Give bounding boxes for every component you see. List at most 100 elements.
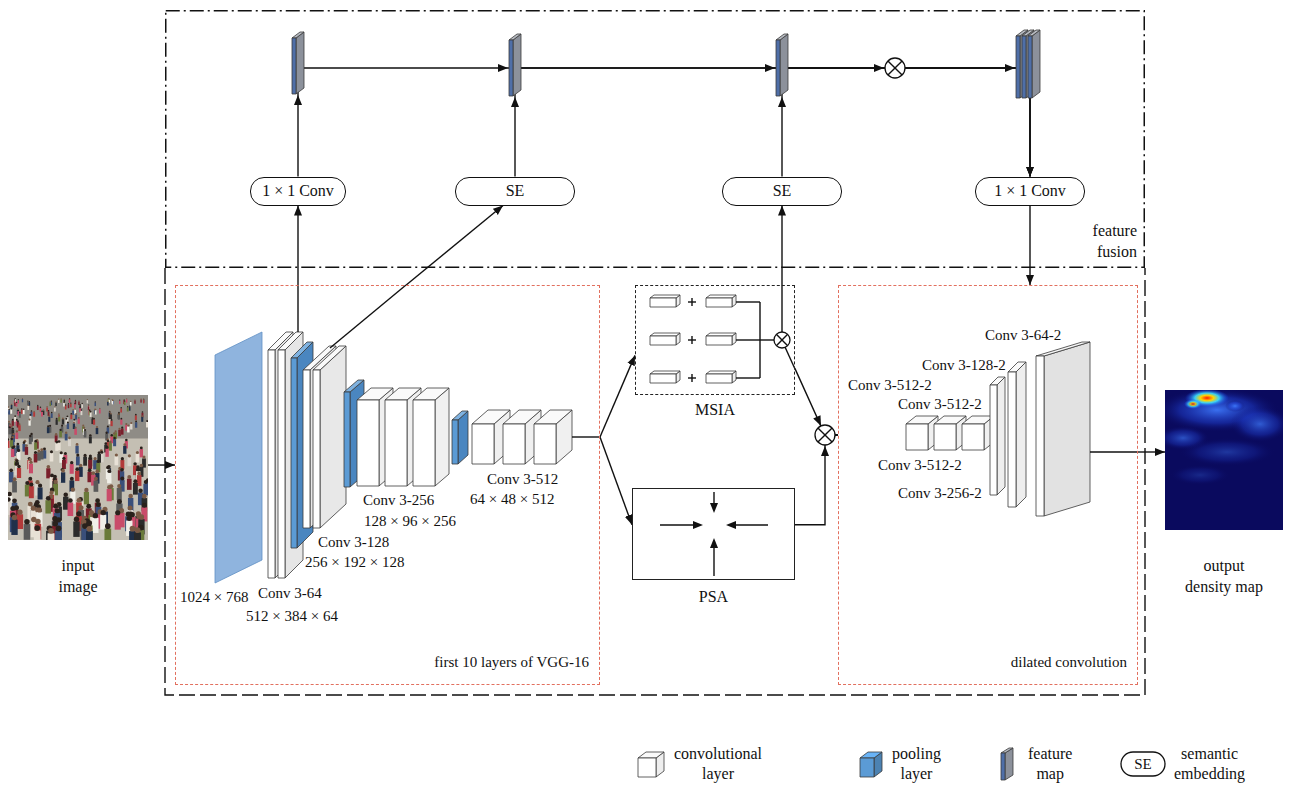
person (83, 457, 87, 466)
person (138, 489, 142, 493)
person (55, 441, 58, 444)
person (62, 419, 64, 424)
person (8, 438, 9, 441)
person (94, 480, 99, 491)
person (123, 443, 126, 446)
person (56, 418, 58, 420)
person (15, 432, 18, 439)
person (74, 410, 76, 414)
person (130, 402, 131, 406)
flow-line (1090, 451, 1138, 452)
flow-arrow (795, 435, 838, 525)
person (110, 421, 112, 426)
layer-size-label: 128 × 96 × 256 (364, 512, 456, 530)
conv-layer (906, 416, 938, 424)
node-text: SE (506, 181, 525, 202)
feature-map (296, 32, 304, 94)
person (19, 413, 21, 418)
person (105, 432, 107, 434)
person (46, 406, 47, 407)
person (107, 401, 108, 402)
density-blob (1184, 399, 1202, 409)
person (49, 425, 51, 427)
person (115, 510, 120, 515)
person (124, 400, 125, 401)
person (64, 399, 65, 400)
person (79, 404, 80, 405)
person (54, 480, 58, 484)
conv-layer (413, 400, 435, 486)
person (14, 401, 15, 402)
person (61, 425, 63, 427)
person (38, 484, 42, 488)
person (73, 421, 75, 423)
person (75, 427, 77, 429)
person (95, 409, 97, 411)
person (129, 405, 130, 406)
arrow-head (765, 64, 775, 72)
person (12, 420, 14, 425)
person (55, 401, 56, 402)
person (97, 454, 101, 463)
person (134, 532, 141, 540)
person (136, 454, 140, 463)
plus-symbol (691, 298, 692, 306)
person (124, 399, 125, 400)
person (29, 486, 34, 498)
person (89, 436, 92, 443)
input-plane (215, 332, 262, 583)
person (25, 447, 28, 455)
legend-sample (1001, 753, 1005, 780)
person (69, 400, 70, 403)
person (43, 448, 46, 451)
person (95, 401, 96, 402)
person (67, 421, 69, 423)
person (50, 453, 54, 462)
density-map: output density map (1165, 390, 1283, 530)
person (45, 500, 51, 513)
person (96, 428, 99, 434)
person (96, 463, 100, 473)
person (54, 407, 56, 411)
conv-block (706, 333, 736, 336)
person (107, 485, 111, 489)
person (146, 422, 148, 428)
person (71, 487, 75, 491)
legend-text: feature map (1028, 744, 1072, 784)
person (62, 460, 66, 469)
person (90, 412, 92, 417)
person (18, 399, 19, 400)
person (11, 435, 13, 437)
layer-label: Conv 3-256-2 (898, 484, 982, 502)
person (89, 434, 91, 436)
node-text: 1 × 1 Conv (994, 181, 1066, 202)
person (118, 413, 120, 415)
person (49, 491, 53, 495)
person (135, 414, 137, 416)
layer-size-label: 512 × 384 × 64 (246, 607, 338, 625)
conv-layer (990, 377, 1005, 385)
person (117, 488, 122, 500)
person (120, 468, 124, 472)
person (75, 400, 76, 401)
person (17, 420, 19, 422)
layer-size-label: 256 × 192 × 128 (305, 553, 404, 571)
conv-layer (1036, 342, 1090, 356)
person (30, 433, 32, 435)
person (127, 426, 130, 432)
person (17, 449, 20, 452)
arrow-head (1005, 64, 1015, 72)
person (75, 467, 79, 471)
density-blob (1170, 465, 1230, 485)
density-blob (1225, 400, 1245, 412)
person (22, 398, 23, 399)
person (95, 410, 97, 414)
person (81, 411, 83, 415)
person (33, 411, 35, 413)
person (88, 468, 92, 472)
person (130, 401, 131, 402)
person (28, 502, 33, 507)
person (31, 506, 36, 511)
conv-box: 1 × 1 Conv (975, 177, 1085, 206)
